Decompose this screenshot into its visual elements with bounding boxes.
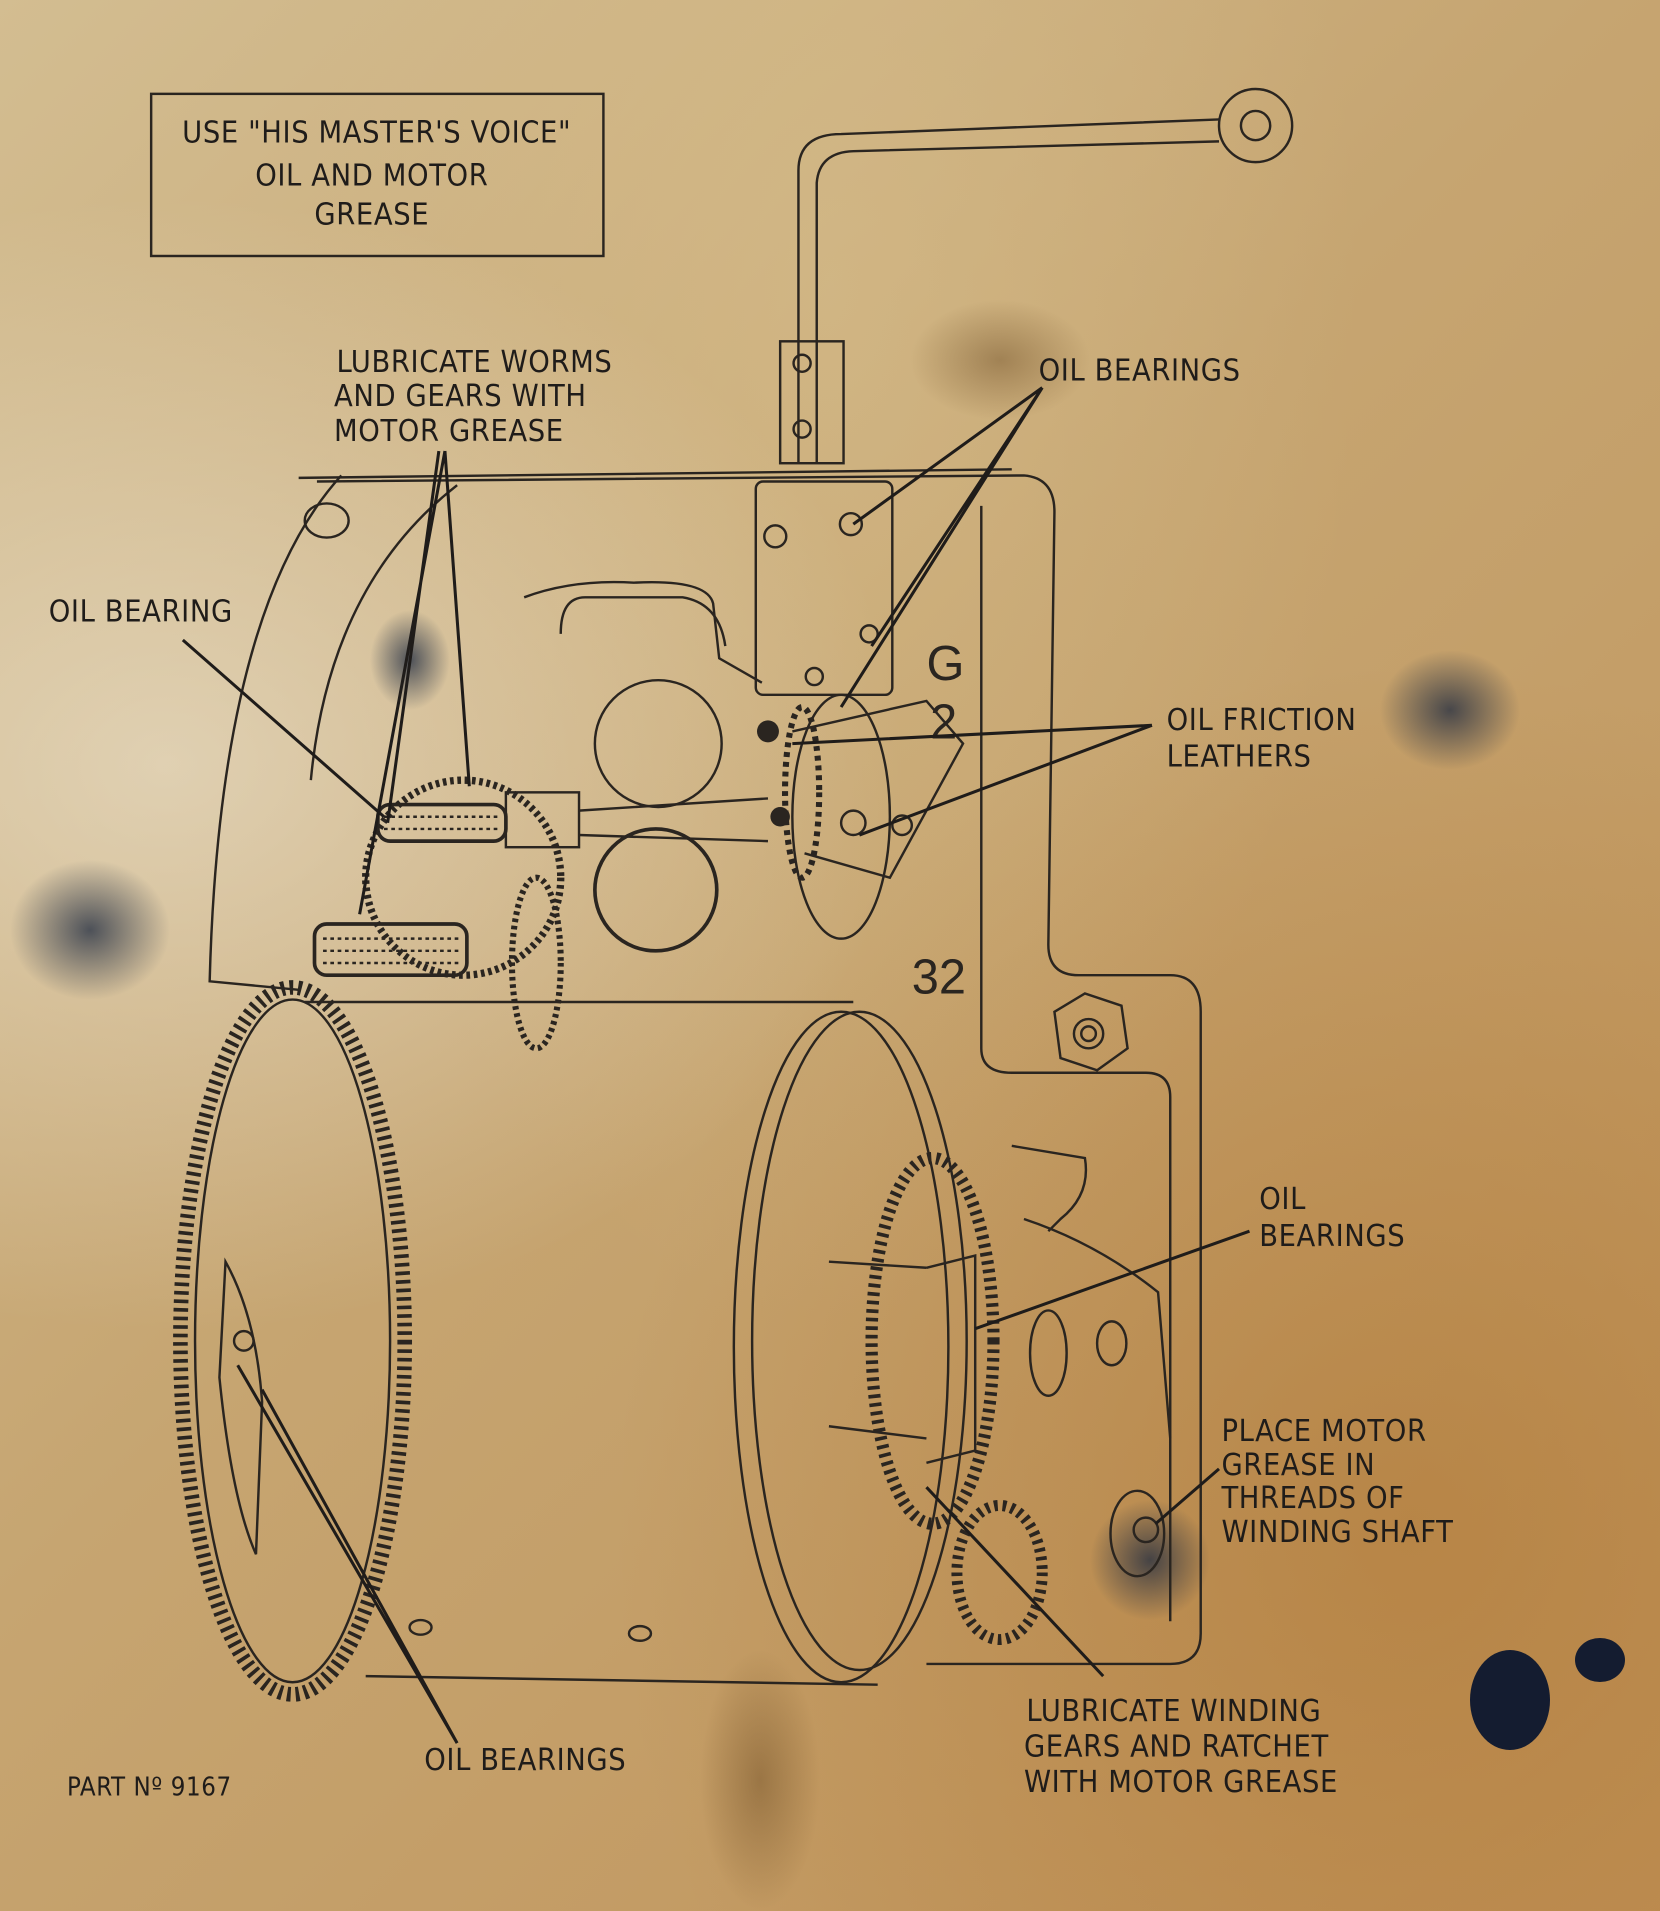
stains — [10, 300, 1625, 1910]
friction-disc — [791, 693, 892, 940]
large-gear — [173, 980, 413, 1702]
label-place-grease: PLACE MOTOR — [1221, 1414, 1426, 1449]
label-place-grease: WINDING SHAFT — [1221, 1515, 1453, 1550]
casting-letter: G — [926, 637, 964, 691]
marking-text: G 2 32 — [912, 637, 966, 1004]
label-lubricate-winding: GEARS AND RATCHET — [1024, 1730, 1329, 1765]
winding-shaft — [1109, 1489, 1166, 1578]
label-oil-bearings-right: BEARINGS — [1259, 1219, 1405, 1254]
governor-ball — [593, 827, 719, 953]
label-place-grease: THREADS OF — [1220, 1481, 1404, 1516]
casting-number: 32 — [912, 950, 966, 1004]
label-lubricate-worms: AND GEARS WITH — [334, 379, 587, 414]
label-oil-bearings-bottom: OIL BEARINGS — [424, 1743, 626, 1778]
worm-gear — [312, 922, 469, 978]
leader-lines — [181, 386, 1250, 1744]
label-lubricate-winding: WITH MOTOR GREASE — [1024, 1765, 1338, 1800]
label-oil-bearing-left: OIL BEARING — [49, 595, 233, 630]
labels: LUBRICATE WORMS AND GEARS WITH MOTOR GRE… — [49, 345, 1453, 1803]
label-lubricate-worms: LUBRICATE WORMS — [336, 345, 612, 380]
hex-nut — [1053, 992, 1129, 1072]
motor-frame — [316, 474, 1202, 1666]
label-oil-friction: LEATHERS — [1167, 740, 1312, 775]
notice-line: USE "HIS MASTER'S VOICE" — [182, 116, 571, 151]
motor-drum — [732, 1010, 950, 1684]
governor-ball — [593, 678, 723, 809]
label-oil-bearings-right: OIL — [1259, 1182, 1306, 1217]
winding-gear — [865, 1151, 1000, 1530]
notice-box: USE "HIS MASTER'S VOICE" OIL AND MOTOR G… — [149, 92, 605, 258]
motor-drawing — [173, 87, 1294, 1702]
label-oil-friction: OIL FRICTION — [1167, 703, 1357, 738]
label-lubricate-winding: LUBRICATE WINDING — [1026, 1694, 1321, 1729]
brake-lever — [797, 118, 1220, 464]
label-lubricate-worms: MOTOR GREASE — [334, 414, 564, 449]
label-place-grease: GREASE IN — [1221, 1448, 1375, 1483]
notice-line: GREASE — [314, 197, 429, 232]
part-number: PART Nº 9167 — [67, 1772, 232, 1802]
label-oil-bearings-top: OIL BEARINGS — [1039, 353, 1241, 388]
casting-digit: 2 — [930, 696, 957, 750]
notice-line: OIL AND MOTOR — [255, 158, 488, 193]
